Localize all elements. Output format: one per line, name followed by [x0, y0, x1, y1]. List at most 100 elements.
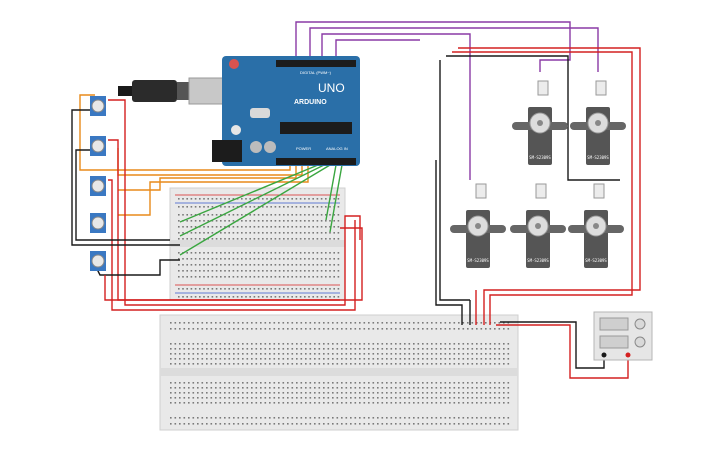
breadboard-hole[interactable] — [170, 363, 172, 365]
breadboard-hole[interactable] — [215, 348, 217, 350]
breadboard-hole[interactable] — [215, 417, 217, 419]
breadboard-hole[interactable] — [241, 206, 243, 208]
breadboard-hole[interactable] — [283, 238, 285, 240]
breadboard-hole[interactable] — [170, 343, 172, 345]
breadboard-hole[interactable] — [386, 387, 388, 389]
breadboard-hole[interactable] — [215, 296, 218, 298]
breadboard-hole[interactable] — [215, 214, 218, 216]
breadboard-hole[interactable] — [207, 258, 209, 260]
breadboard-hole[interactable] — [377, 392, 379, 394]
breadboard-hole[interactable] — [295, 214, 298, 216]
breadboard-hole[interactable] — [197, 397, 199, 399]
breadboard-hole[interactable] — [278, 276, 281, 278]
breadboard-hole[interactable] — [251, 382, 253, 384]
breadboard-hole[interactable] — [236, 296, 239, 298]
breadboard-hole[interactable] — [309, 397, 312, 399]
breadboard-hole[interactable] — [242, 353, 244, 355]
breadboard-hole[interactable] — [299, 220, 302, 222]
breadboard-hole[interactable] — [399, 322, 402, 324]
breadboard-hole[interactable] — [206, 423, 208, 425]
breadboard-hole[interactable] — [471, 402, 474, 404]
breadboard-hole[interactable] — [206, 358, 208, 360]
breadboard-hole[interactable] — [417, 392, 420, 394]
breadboard-hole[interactable] — [390, 322, 393, 324]
breadboard-hole[interactable] — [417, 417, 420, 419]
breadboard-hole[interactable] — [381, 402, 384, 404]
breadboard-hole[interactable] — [489, 343, 492, 345]
breadboard-hole[interactable] — [440, 322, 442, 324]
breadboard-hole[interactable] — [422, 387, 424, 389]
breadboard-hole[interactable] — [270, 214, 272, 216]
wire-green[interactable] — [179, 164, 331, 256]
breadboard-hole[interactable] — [295, 226, 298, 228]
breadboard-hole[interactable] — [287, 392, 289, 394]
breadboard-hole[interactable] — [476, 402, 478, 404]
breadboard-hole[interactable] — [237, 397, 240, 399]
breadboard-hole[interactable] — [255, 382, 258, 384]
breadboard-hole[interactable] — [273, 423, 276, 425]
breadboard-hole[interactable] — [283, 252, 285, 254]
breadboard-hole[interactable] — [431, 358, 433, 360]
breadboard-hole[interactable] — [251, 353, 253, 355]
breadboard-hole[interactable] — [422, 382, 424, 384]
breadboard-hole[interactable] — [333, 288, 335, 290]
breadboard-hole[interactable] — [215, 382, 217, 384]
servo-motor[interactable]: SM-S2309S — [510, 183, 566, 268]
breadboard-hole[interactable] — [215, 270, 218, 272]
breadboard-hole[interactable] — [186, 252, 188, 254]
breadboard-hole[interactable] — [255, 423, 258, 425]
breadboard-hole[interactable] — [170, 348, 172, 350]
breadboard-hole[interactable] — [453, 417, 456, 419]
breadboard-hole[interactable] — [215, 322, 217, 324]
breadboard-hole[interactable] — [390, 387, 393, 389]
breadboard-hole[interactable] — [314, 382, 316, 384]
breadboard-hole[interactable] — [507, 382, 510, 384]
wire-red[interactable] — [108, 99, 361, 306]
dc-power-supply-icon[interactable] — [593, 311, 653, 361]
breadboard-hole[interactable] — [507, 417, 510, 419]
breadboard-hole[interactable] — [260, 423, 262, 425]
breadboard-hole[interactable] — [178, 270, 180, 272]
breadboard-hole[interactable] — [444, 348, 447, 350]
breadboard-hole[interactable] — [199, 214, 201, 216]
breadboard-hole[interactable] — [444, 353, 447, 355]
breadboard-hole[interactable] — [417, 387, 420, 389]
breadboard-hole[interactable] — [269, 417, 271, 419]
breadboard-hole[interactable] — [207, 264, 209, 266]
breadboard-hole[interactable] — [287, 232, 289, 234]
breadboard-hole[interactable] — [449, 328, 451, 330]
breadboard-hole[interactable] — [291, 214, 293, 216]
breadboard-hole[interactable] — [170, 353, 172, 355]
breadboard-hole[interactable] — [246, 397, 249, 399]
breadboard-hole[interactable] — [386, 348, 388, 350]
breadboard-hole[interactable] — [273, 353, 276, 355]
breadboard-hole[interactable] — [345, 328, 348, 330]
breadboard-hole[interactable] — [192, 322, 195, 324]
breadboard-hole[interactable] — [257, 238, 260, 240]
breadboard-hole[interactable] — [278, 353, 280, 355]
breadboard-hole[interactable] — [363, 348, 366, 350]
breadboard-hole[interactable] — [183, 387, 186, 389]
breadboard-hole[interactable] — [274, 214, 277, 216]
breadboard-hole[interactable] — [246, 353, 249, 355]
breadboard-hole[interactable] — [224, 358, 226, 360]
breadboard-hole[interactable] — [399, 382, 402, 384]
breadboard-hole[interactable] — [273, 348, 276, 350]
breadboard-hole[interactable] — [341, 322, 343, 324]
breadboard-hole[interactable] — [174, 348, 177, 350]
breadboard-hole[interactable] — [194, 198, 197, 200]
breadboard-hole[interactable] — [183, 423, 186, 425]
breadboard-hole[interactable] — [329, 296, 331, 298]
breadboard-hole[interactable] — [295, 206, 298, 208]
breadboard-hole[interactable] — [309, 382, 312, 384]
wire-orange[interactable] — [118, 165, 309, 216]
breadboard-hole[interactable] — [190, 206, 193, 208]
breadboard-hole[interactable] — [413, 402, 415, 404]
breadboard-hole[interactable] — [316, 214, 319, 216]
breadboard-hole[interactable] — [462, 353, 465, 355]
breadboard-hole[interactable] — [249, 238, 251, 240]
breadboard-hole[interactable] — [390, 382, 393, 384]
breadboard-hole[interactable] — [417, 353, 420, 355]
breadboard-hole[interactable] — [264, 382, 267, 384]
breadboard-hole[interactable] — [395, 402, 397, 404]
